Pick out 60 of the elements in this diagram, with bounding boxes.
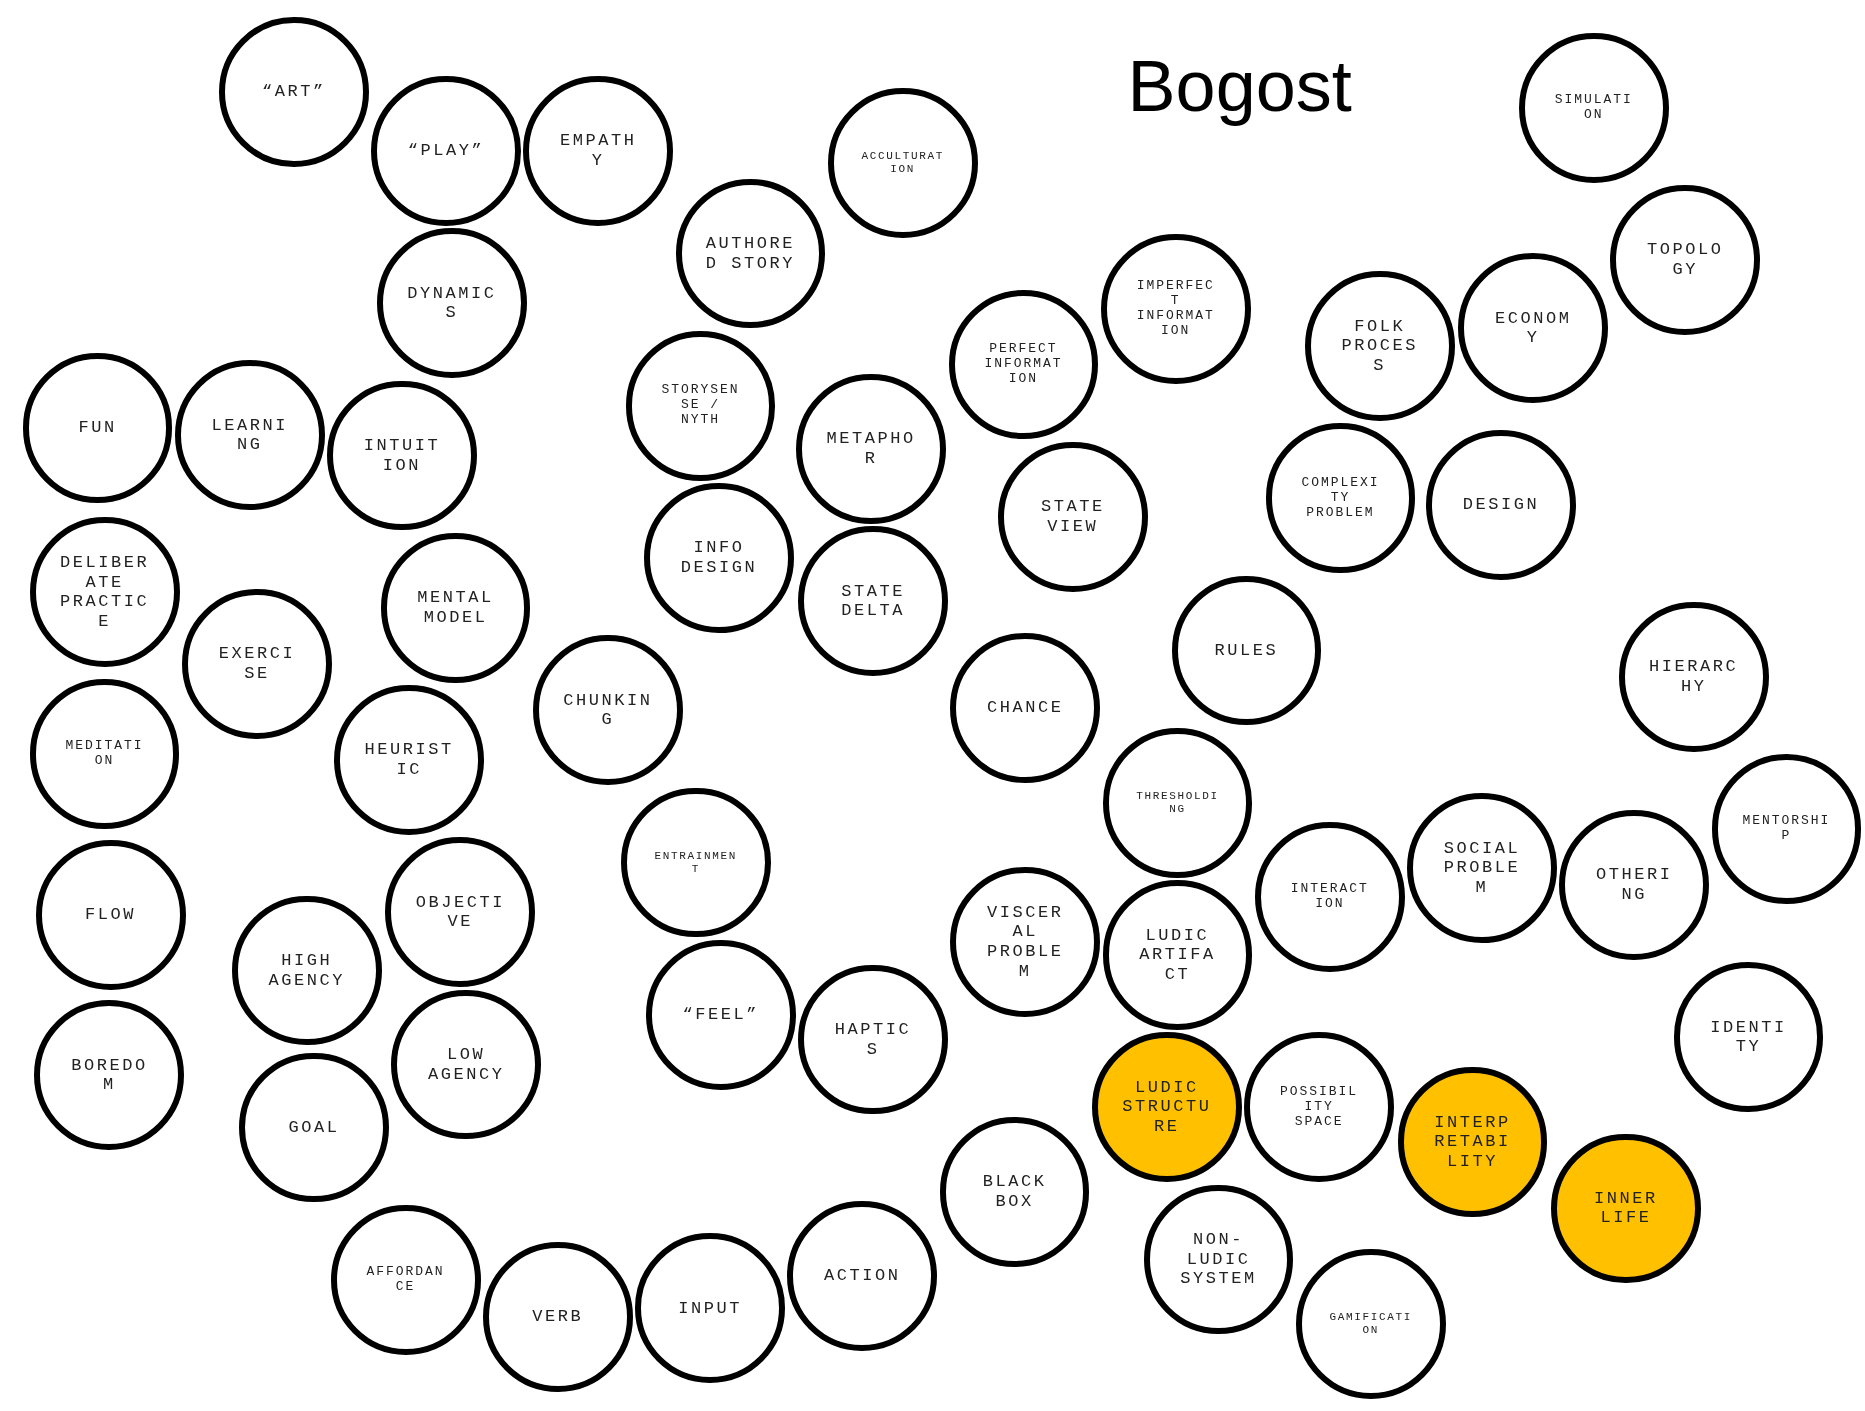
node-label: THRESHOLDING: [1135, 790, 1220, 816]
node-label: INNER LIFE: [1593, 1188, 1659, 1228]
node-label: COMPLEXITY PROBLEM: [1300, 475, 1381, 521]
node-label: INTUITION: [362, 436, 442, 476]
node-label: “FEEL”: [681, 1005, 760, 1025]
node-label: ENTRAINMENT: [654, 849, 738, 876]
node-label: VERB: [531, 1306, 585, 1327]
node-label: RULES: [1213, 640, 1280, 661]
node-label: GOAL: [287, 1117, 341, 1138]
node-label: FOLK PROCESS: [1340, 316, 1419, 376]
node-label: “ART”: [260, 81, 327, 102]
node-label: LEARNING: [210, 415, 289, 455]
node-label: DESIGN: [1461, 495, 1541, 515]
node-label: SIMULATION: [1554, 92, 1634, 123]
node-label: MENTORSHIP: [1741, 814, 1831, 844]
node-label: STATE VIEW: [1039, 497, 1106, 537]
node-label: CHANCE: [986, 697, 1065, 718]
node-label: VISCERAL PROBLEM: [986, 902, 1065, 982]
node-label: EXERCISE: [217, 644, 297, 684]
node-label: INFO DESIGN: [679, 538, 759, 578]
node-label: INTERACTION: [1290, 881, 1370, 912]
node-label: BLACK BOX: [981, 1172, 1048, 1212]
node-label: BOREDOM: [70, 1055, 149, 1095]
node-label: GAMIFICATION: [1329, 1311, 1413, 1337]
node-label: TOPOLOGY: [1646, 240, 1725, 280]
node-label: IDENTITY: [1709, 1017, 1788, 1057]
node-label: AUTHORED STORY: [705, 234, 796, 274]
node-label: OTHERING: [1595, 865, 1674, 905]
node-label: NON-LUDIC SYSTEM: [1179, 1230, 1258, 1289]
node-label: ECONOMY: [1494, 308, 1573, 348]
node-label: CHUNKING: [562, 690, 654, 730]
node-label: HIGH AGENCY: [267, 951, 347, 991]
node-label: INTERPRETABILITY: [1433, 1112, 1512, 1172]
node-label: HAPTICS: [833, 1020, 913, 1060]
node-label: INPUT: [677, 1298, 743, 1319]
node-label: DELIBERATE PRACTICE: [59, 553, 151, 632]
node-label: HIERARCHY: [1648, 657, 1740, 697]
node-label: ACCULTURATION: [860, 150, 945, 176]
node-label: METAPHOR: [825, 429, 917, 469]
node-label: DYNAMICS: [406, 283, 498, 323]
node-label: EMPATHY: [559, 131, 638, 171]
node-label: MENTAL MODEL: [416, 588, 495, 628]
node-label: ACTION: [823, 1266, 902, 1286]
node-label: SOCIAL PROBLEM: [1442, 838, 1522, 898]
node-label: MEDITATION: [64, 739, 145, 769]
node-label: FUN: [77, 418, 118, 438]
title: Bogost: [1127, 45, 1352, 128]
node-label: LOW AGENCY: [426, 1044, 506, 1085]
node-label: PERFECT INFORMATION: [983, 342, 1064, 387]
node-label: “PLAY”: [406, 141, 486, 161]
node-label: IMPERFECT INFORMATION: [1136, 279, 1216, 340]
node-label: POSSIBILITY SPACE: [1279, 1084, 1359, 1130]
node-label: OBJECTIVE: [414, 892, 506, 932]
node-label: LUDIC ARTIFACT: [1138, 925, 1217, 985]
node-label: STATE DELTA: [840, 581, 906, 621]
node-label: HEURISTIC: [363, 740, 455, 780]
node-label: AFFORDANCE: [365, 1264, 446, 1295]
node-label: LUDIC STRUCTURE: [1121, 1077, 1213, 1137]
node-label: FLOW: [84, 904, 138, 925]
node-label: STORYSENSE / NYTH: [660, 383, 741, 429]
